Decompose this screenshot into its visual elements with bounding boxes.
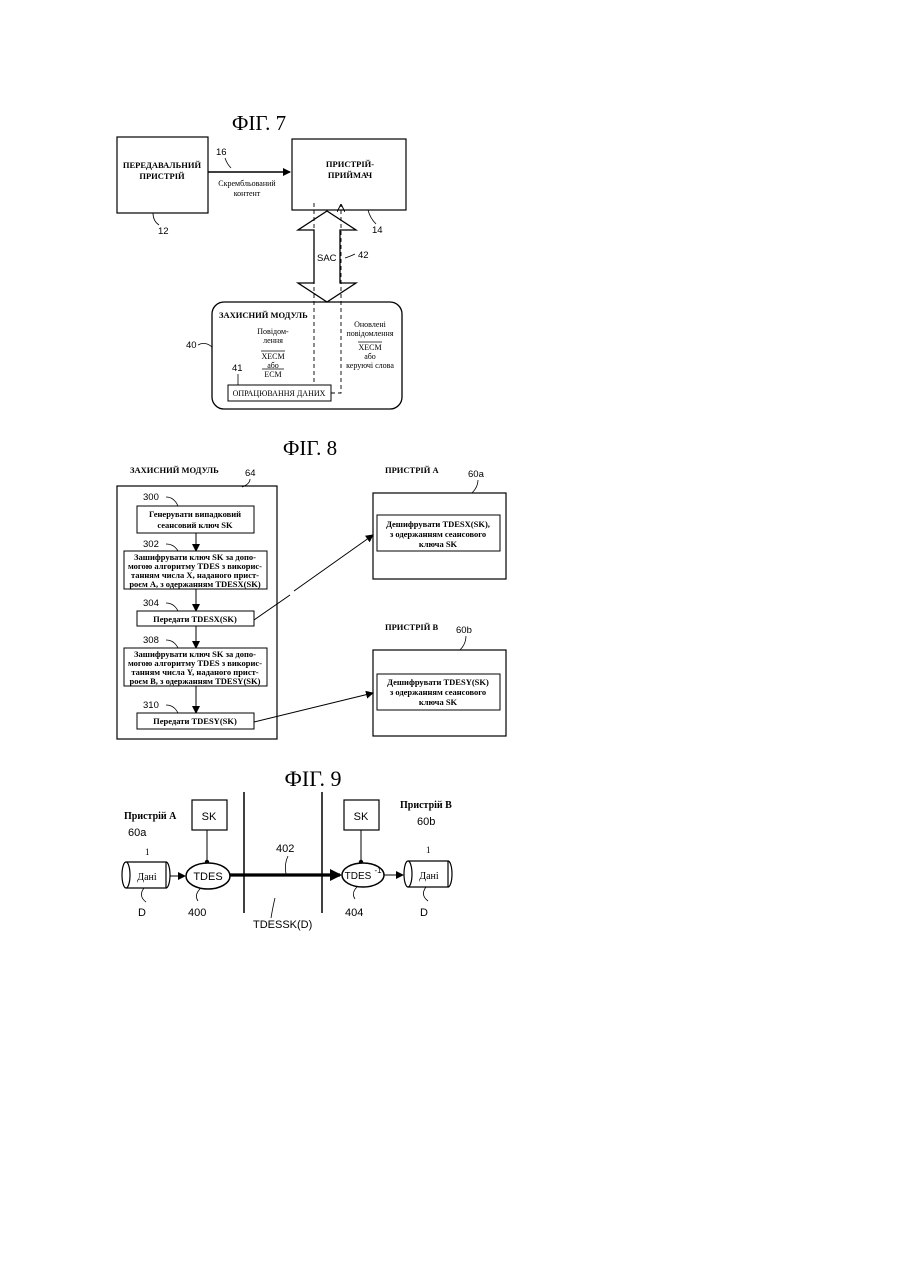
data-left-tick: 1 (145, 847, 150, 857)
device-a-line2: з одержанням сеансового (390, 529, 486, 539)
step-304-ref: 304 (143, 598, 159, 609)
security-module-ref-leader (198, 343, 212, 347)
data-left-ref: D (138, 907, 146, 919)
fig9-device-b-label: Пристрій В (400, 800, 452, 811)
step-300-ref: 300 (143, 492, 159, 503)
transmit-to-device-b-arrow (254, 693, 373, 722)
data-processing-ref: 41 (232, 363, 243, 374)
figure-8: ФІГ. 8 ЗАХИСНИЙ МОДУЛЬ 64 300 Генерувати… (117, 436, 506, 739)
receiver-label-line1: ПРИСТРІЙ- (326, 159, 374, 169)
receiver-label-line2: ПРИЙМАЧ (328, 170, 373, 180)
device-a-ref-leader (472, 480, 478, 493)
data-left-ref-leader (141, 888, 146, 902)
data-left-label: Дані (137, 872, 157, 883)
step-304-leader (166, 603, 178, 611)
fig9-title: ФІГ. 9 (285, 766, 342, 791)
sk-right-label: SK (354, 811, 369, 823)
tdes-label: TDES (193, 871, 222, 883)
transmitter-ref-leader (153, 213, 159, 225)
channel-label: TDESSK(D) (253, 919, 312, 931)
security-module-ref: 40 (186, 340, 197, 351)
step-308-leader (166, 640, 178, 648)
security-module-title: ЗАХИСНИЙ МОДУЛЬ (219, 310, 308, 320)
transmitter-ref: 12 (158, 226, 169, 237)
link-ref: 16 (216, 147, 227, 158)
step-302-ref: 302 (143, 539, 159, 550)
link-ref-leader (225, 158, 231, 168)
device-a-line1: Дешифрувати TDESX(SK), (386, 519, 490, 529)
device-a-title: ПРИСТРІЙ А (385, 465, 439, 475)
channel-ref: 402 (276, 843, 294, 855)
tdes-inverse-ref-leader (353, 887, 357, 899)
data-right-ref: D (420, 907, 428, 919)
data-right-ref-leader (423, 887, 428, 901)
messages-right-line1: Оновлені (354, 320, 387, 329)
link-label-line1: Скрембльований (218, 179, 276, 188)
device-b-line2: з одержанням сеансового (390, 687, 486, 697)
sac-label: SAC (317, 253, 337, 264)
tdes-inverse-label: TDES (345, 871, 372, 882)
device-b-title: ПРИСТРІЙ В (385, 622, 438, 632)
step-304-line1: Передати TDESX(SK) (153, 614, 237, 624)
step-302-line4: роєм А, з одержанням TDESX(SK) (129, 579, 261, 589)
receiver-ref: 14 (372, 225, 383, 236)
link-label-line2: контент (234, 189, 261, 198)
data-right-label: Дані (419, 871, 439, 882)
device-b-line3: ключа SK (419, 697, 458, 707)
figure-9: ФІГ. 9 Пристрій А 60a Пристрій В 60b SK … (122, 766, 452, 931)
receiver-ref-leader (368, 210, 376, 224)
messages-left-line2: лення (263, 336, 283, 345)
channel-label-leader (271, 898, 275, 918)
messages-right-line3: XECM (358, 343, 381, 352)
step-300-line1: Генерувати випадковий (149, 509, 241, 519)
sac-ref: 42 (358, 250, 369, 261)
fig8-module-title: ЗАХИСНИЙ МОДУЛЬ (130, 465, 219, 475)
tdes-inverse-superscript: -1 (374, 866, 382, 875)
messages-right-line2: повідомлення (346, 329, 393, 338)
step-310-leader (166, 705, 178, 713)
tdes-ref-leader (196, 889, 200, 901)
device-a-line3: ключа SK (419, 539, 458, 549)
step-308-line4: роєм В, з одержанням TDESY(SK) (130, 676, 261, 686)
data-right-tick: 1 (426, 845, 431, 855)
messages-right-line4: або (364, 352, 376, 361)
tdes-inverse-ref: 404 (345, 907, 363, 919)
step-300-leader (166, 497, 178, 506)
messages-left-line1: Повідом- (257, 327, 289, 336)
messages-left-line5: ECM (264, 370, 281, 379)
fig8-module-ref: 64 (245, 468, 256, 479)
messages-right-line5: керуючі слова (346, 361, 394, 370)
fig9-device-a-label: Пристрій А (124, 811, 177, 822)
fig7-title: ФІГ. 7 (232, 111, 286, 135)
transmitter-label-line2: ПРИСТРІЙ (139, 171, 185, 181)
messages-left-line3: XECM (261, 352, 284, 361)
fig9-device-b-ref: 60b (417, 816, 435, 828)
channel-ref-leader (285, 856, 288, 874)
step-310-ref: 310 (143, 700, 159, 711)
step-300-line2: сеансовий ключ SK (157, 520, 233, 530)
sk-left-label: SK (202, 811, 217, 823)
sac-ref-leader (345, 254, 355, 258)
transmitter-label-line1: ПЕРЕДАВАЛЬНИЙ (123, 160, 202, 170)
device-b-ref-leader (460, 636, 466, 650)
data-processing-label: ОПРАЦЮВАННЯ ДАНИХ (233, 389, 326, 398)
fig8-title: ФІГ. 8 (283, 436, 337, 460)
step-302-leader (166, 544, 178, 551)
transmit-to-device-a-arrow (254, 535, 373, 620)
device-a-ref: 60a (468, 469, 485, 480)
step-310-line1: Передати TDESY(SK) (153, 716, 237, 726)
step-308-ref: 308 (143, 635, 159, 646)
encrypted-channel-arrowhead (330, 869, 342, 881)
tdes-ref: 400 (188, 907, 206, 919)
figure-7: ФІГ. 7 ПЕРЕДАВАЛЬНИЙ ПРИСТРІЙ 12 ПРИСТРІ… (117, 111, 406, 409)
device-b-ref: 60b (456, 625, 472, 636)
device-b-line1: Дешифрувати TDESY(SK) (387, 677, 489, 687)
fig9-device-a-ref: 60a (128, 827, 147, 839)
